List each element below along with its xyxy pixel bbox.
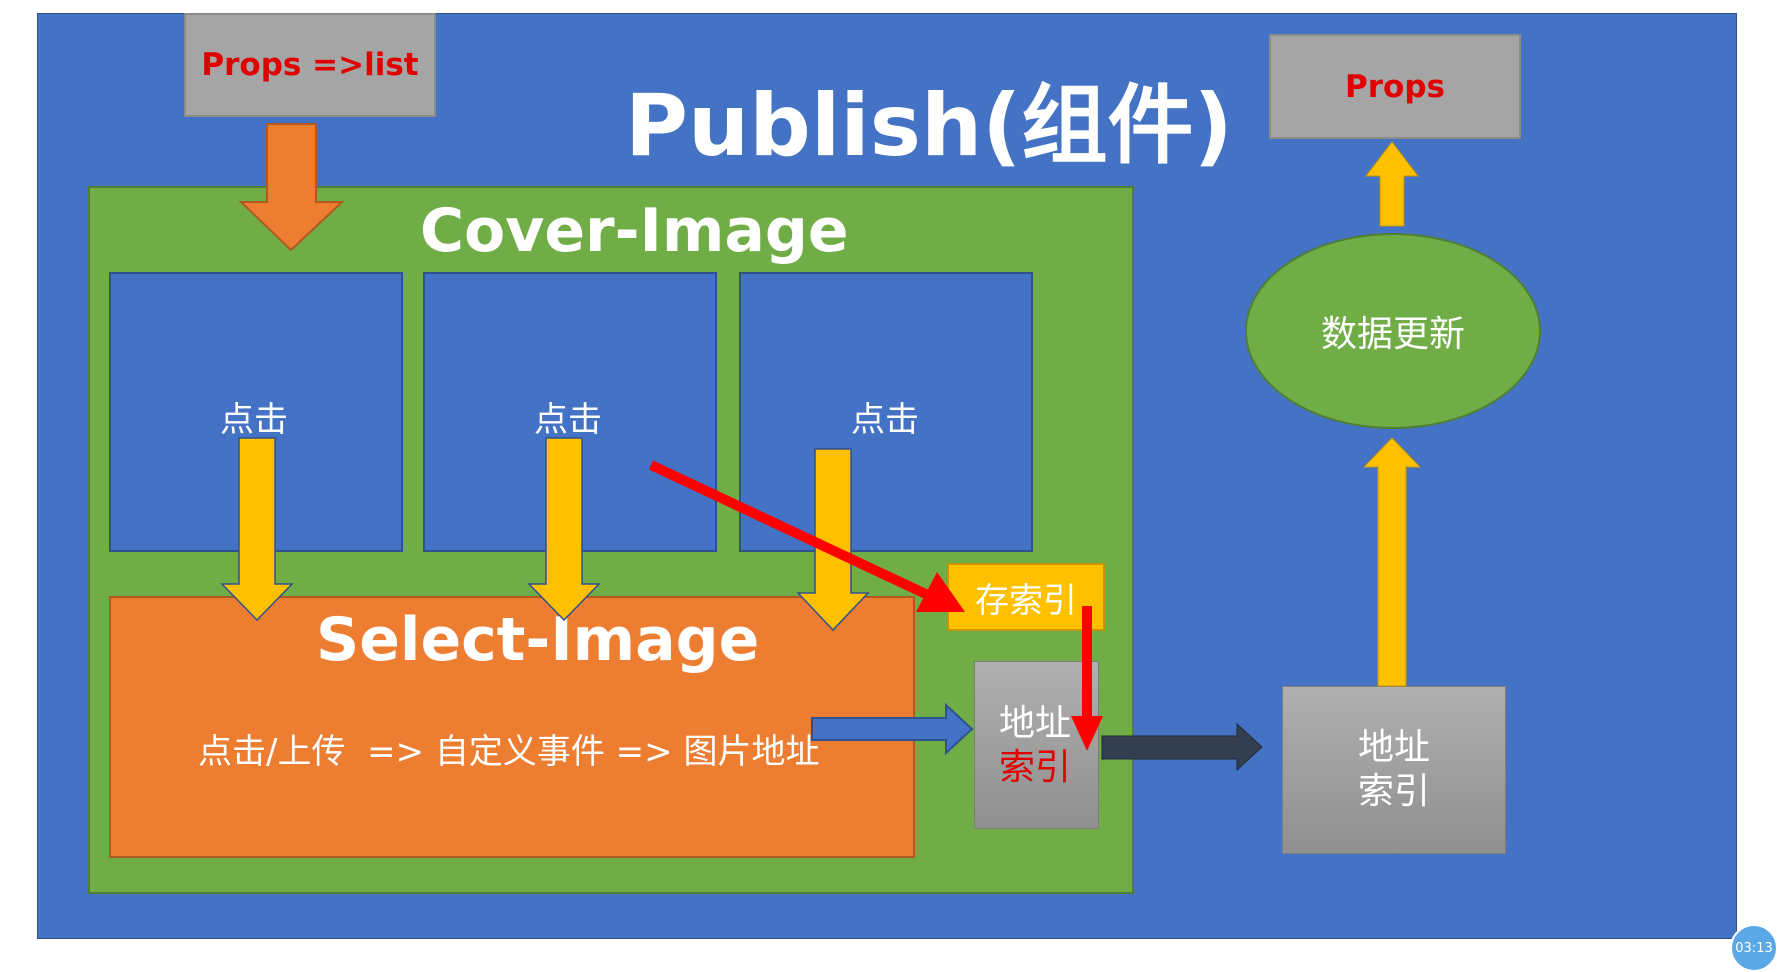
address-index-big-box: 地址 索引 [1282,686,1506,854]
select-image-box [109,596,915,858]
address-small-line2: 索引 [999,747,1072,788]
data-update-ellipse: 数据更新 [1245,233,1541,429]
video-timestamp: 03:13 [1735,941,1773,956]
cover-image-title: Cover-Image [420,196,849,266]
video-timestamp-badge[interactable]: 03:13 [1730,924,1778,972]
props-output-label: Props [1345,68,1445,105]
data-update-label: 数据更新 [1320,314,1465,355]
select-image-title: Select-Image [316,605,760,675]
diagram-title: Publish(组件) [625,76,1233,176]
panel-3-label: 点击 [851,400,919,440]
props-list-label: Props =>list [201,47,419,83]
panel-2-label: 点击 [534,400,602,440]
props-output-box: Props [1269,34,1521,139]
store-index-box: 存索引 [947,563,1105,631]
address-small-line1: 地址 [999,703,1072,744]
store-index-label: 存索引 [975,580,1077,621]
address-big-line1: 地址 [1357,727,1430,768]
panel-1-label: 点击 [220,400,288,440]
props-list-box: Props =>list [184,13,436,117]
select-image-description: 点击/上传 => 自定义事件 => 图片地址 [198,732,820,772]
address-big-line2: 索引 [1357,771,1430,812]
